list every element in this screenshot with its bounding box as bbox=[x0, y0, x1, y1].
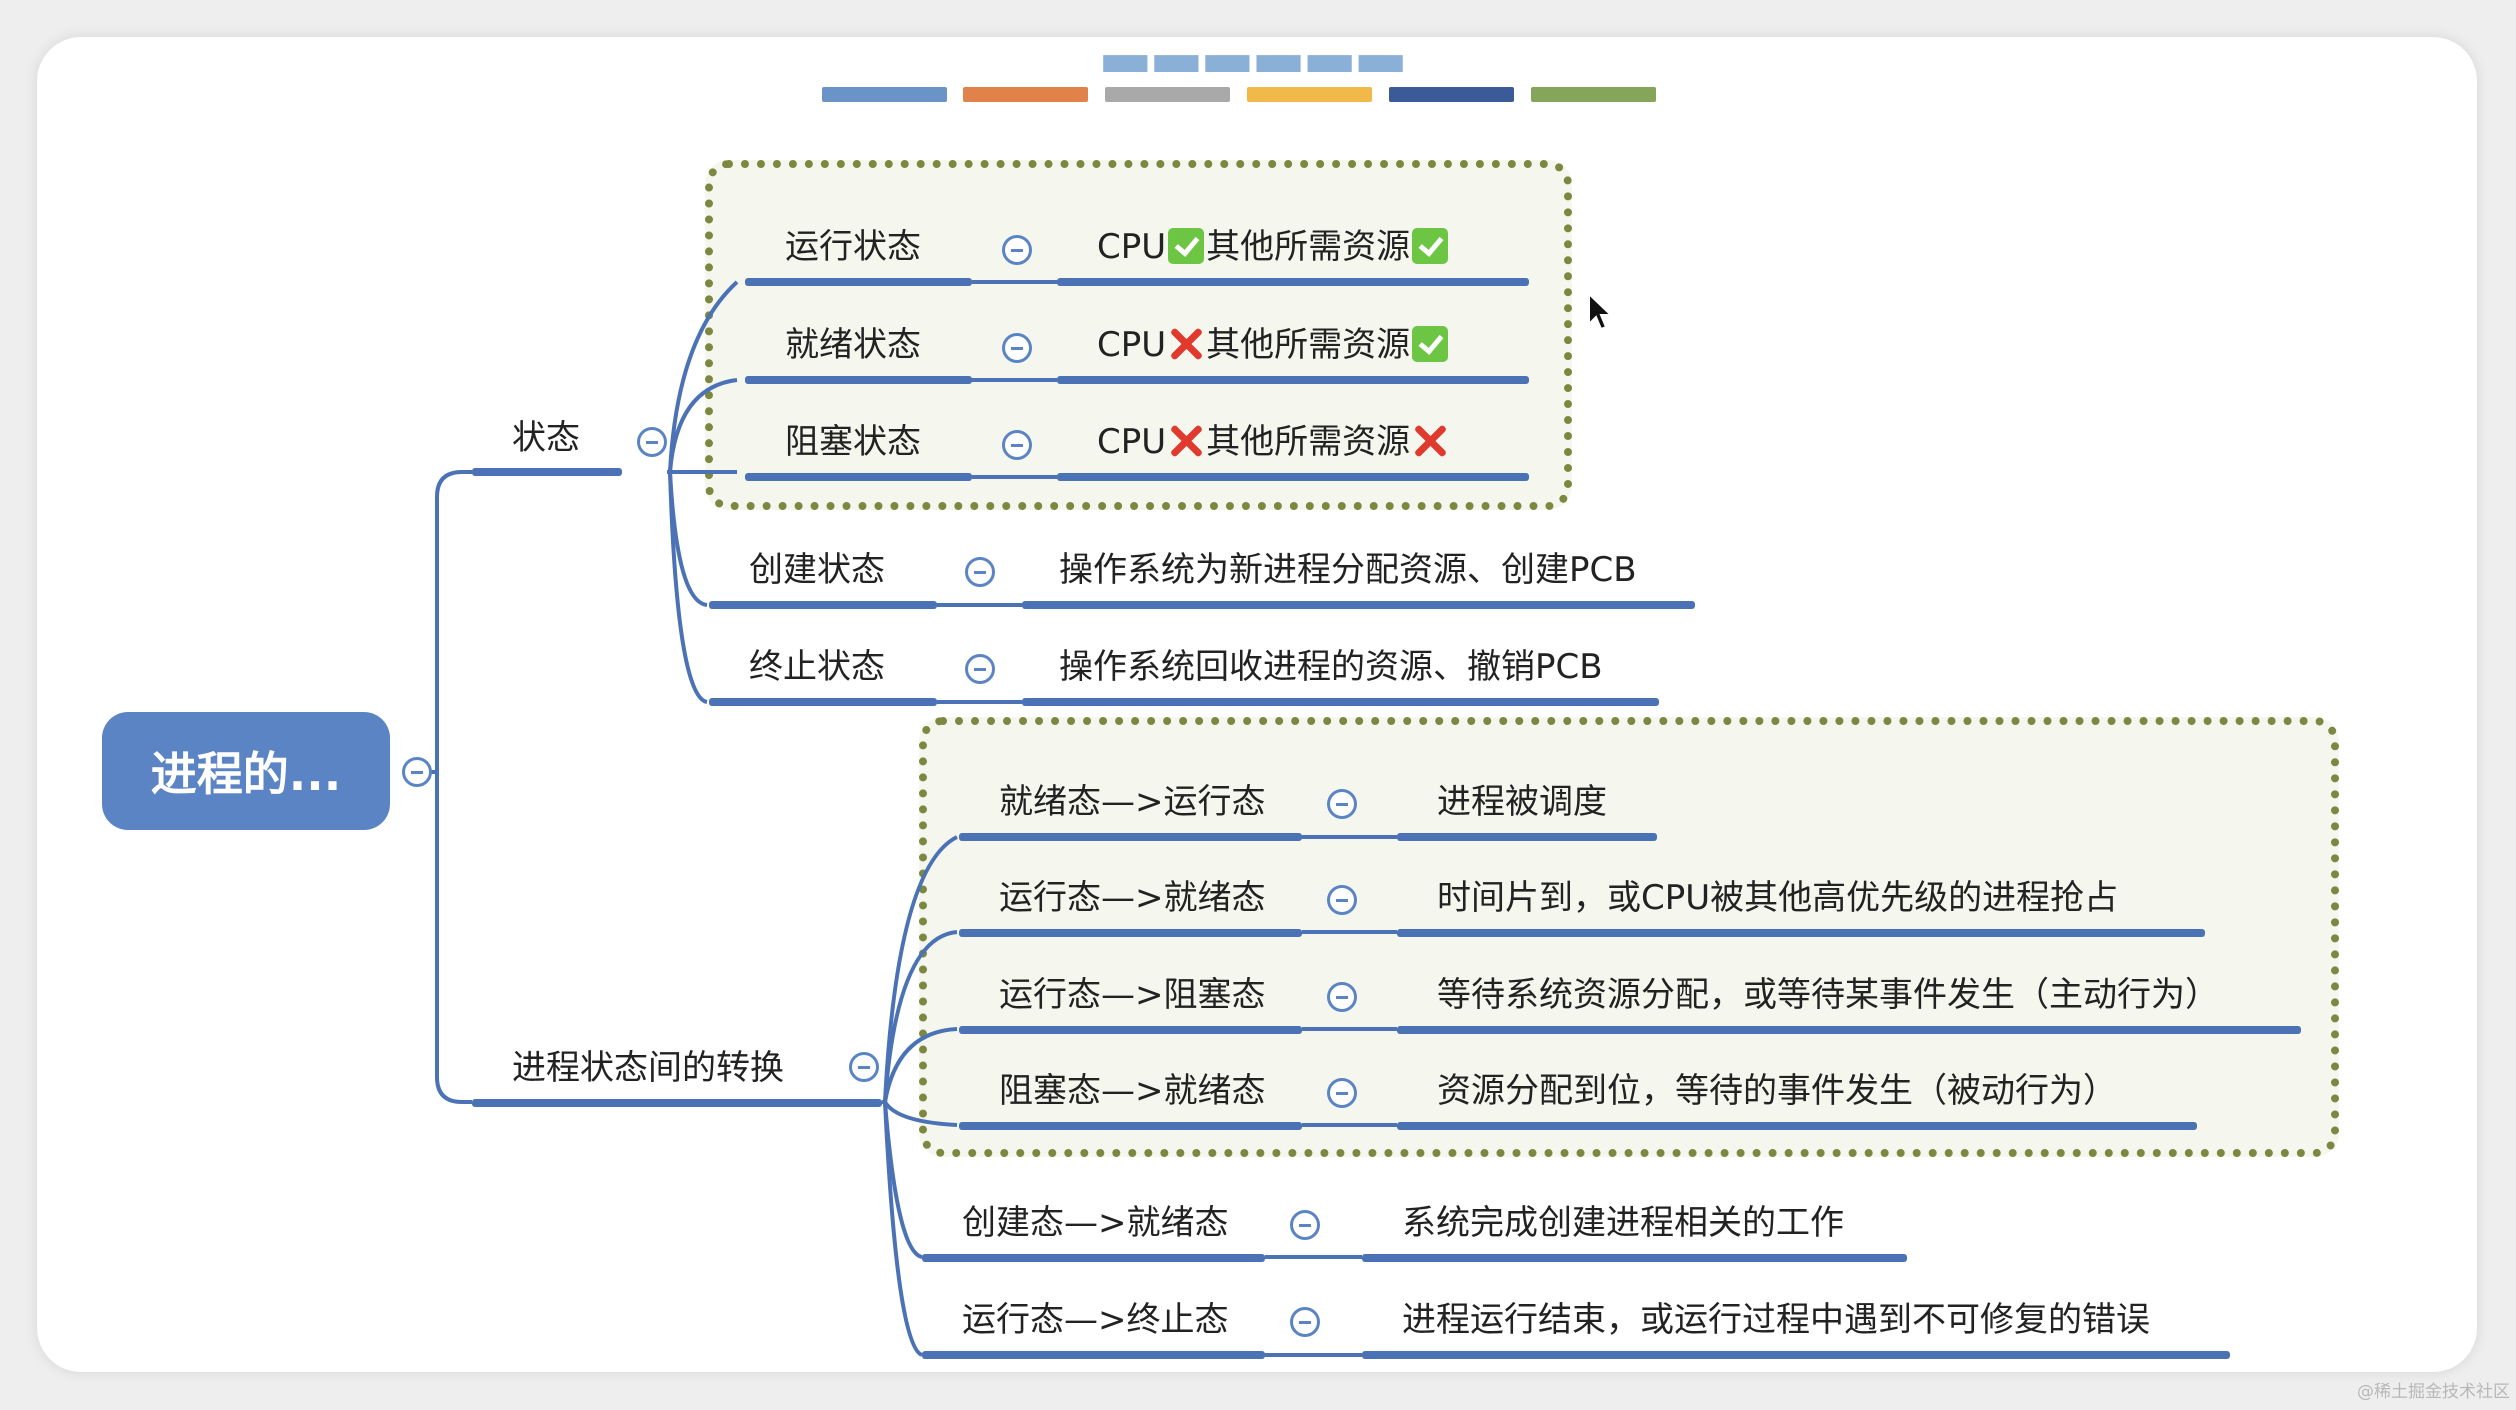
mouse-cursor-icon bbox=[1588, 292, 1614, 331]
running-to-ready-detail: 时间片到，或CPU被其他高优先级的进程抢占 bbox=[1437, 878, 2119, 918]
new-state-detail: 操作系统为新进程分配资源、创建PCB bbox=[1059, 550, 1637, 590]
palette-swatch-6 bbox=[1531, 87, 1656, 102]
running-state-resources: CPU 其他所需资源 bbox=[1097, 228, 1450, 264]
new-to-ready-underline bbox=[922, 1254, 1265, 1262]
blocked-state-resources: CPU 其他所需资源 bbox=[1097, 423, 1450, 459]
new-to-ready-detail: 系统完成创建进程相关的工作 bbox=[1402, 1203, 1844, 1243]
check-icon bbox=[1412, 228, 1449, 264]
state-node-underline bbox=[472, 468, 622, 476]
palette-swatch-2 bbox=[963, 87, 1088, 102]
new-state-underline bbox=[709, 601, 937, 609]
connector-lines bbox=[427, 280, 1397, 1357]
running-to-blocked-detail: 等待系统资源分配，或等待某事件发生（主动行为） bbox=[1437, 975, 2219, 1015]
watermark: @稀土掘金技术社区 bbox=[2357, 1382, 2510, 1402]
new-state-detail-underline bbox=[1022, 601, 1695, 609]
running-to-blocked-underline bbox=[959, 1026, 1302, 1034]
blocked-state-collapse-icon[interactable] bbox=[1002, 430, 1032, 460]
ready-to-running-label[interactable]: 就绪态—>运行态 bbox=[999, 782, 1266, 822]
running-to-terminated-underline bbox=[922, 1351, 1265, 1359]
running-to-terminated-label[interactable]: 运行态—>终止态 bbox=[962, 1300, 1229, 1340]
new-to-ready-collapse-icon[interactable] bbox=[1290, 1210, 1320, 1240]
new-to-ready-detail-underline bbox=[1362, 1254, 1907, 1262]
running-state-collapse-icon[interactable] bbox=[1002, 235, 1032, 265]
check-icon bbox=[1168, 228, 1205, 264]
ready-to-running-collapse-icon[interactable] bbox=[1327, 789, 1357, 819]
terminated-state-label[interactable]: 终止状态 bbox=[749, 647, 885, 687]
terminated-state-detail: 操作系统回收进程的资源、撤销PCB bbox=[1059, 647, 1603, 687]
running-state-label[interactable]: 运行状态 bbox=[785, 227, 921, 267]
root-node[interactable]: 进程的... bbox=[102, 712, 390, 830]
blocked-resources-underline bbox=[1057, 473, 1529, 481]
state-node-label[interactable]: 状态 bbox=[512, 418, 580, 458]
blocked-to-ready-detail-underline bbox=[1397, 1122, 2197, 1130]
transition-group-box bbox=[919, 717, 2339, 1157]
state-collapse-icon[interactable] bbox=[637, 427, 667, 457]
blocked-cpu-text: CPU bbox=[1097, 422, 1167, 462]
blocked-to-ready-underline bbox=[959, 1122, 1302, 1130]
transition-collapse-icon[interactable] bbox=[849, 1052, 879, 1082]
blocked-to-ready-label[interactable]: 阻塞态—>就绪态 bbox=[999, 1071, 1266, 1111]
new-state-collapse-icon[interactable] bbox=[965, 557, 995, 587]
cross-icon bbox=[1168, 423, 1204, 459]
palette-swatch-1 bbox=[822, 87, 947, 102]
root-collapse-icon[interactable] bbox=[402, 757, 432, 787]
running-to-terminated-detail-underline bbox=[1362, 1351, 2230, 1359]
palette-swatch-5 bbox=[1389, 87, 1514, 102]
ready-state-underline bbox=[745, 376, 972, 384]
blocked-to-ready-detail: 资源分配到位，等待的事件发生（被动行为） bbox=[1437, 1071, 2117, 1111]
running-cpu-text: CPU bbox=[1097, 227, 1167, 267]
running-state-underline bbox=[745, 278, 972, 286]
running-to-ready-underline bbox=[959, 929, 1302, 937]
blocked-state-label[interactable]: 阻塞状态 bbox=[785, 422, 921, 462]
running-to-blocked-collapse-icon[interactable] bbox=[1327, 982, 1357, 1012]
cross-icon bbox=[1168, 326, 1204, 362]
ready-to-running-underline bbox=[959, 833, 1302, 841]
palette-swatch-4 bbox=[1247, 87, 1372, 102]
terminated-state-underline bbox=[709, 698, 937, 706]
new-to-ready-label[interactable]: 创建态—>就绪态 bbox=[962, 1203, 1229, 1243]
running-to-terminated-collapse-icon[interactable] bbox=[1290, 1307, 1320, 1337]
blocked-to-ready-collapse-icon[interactable] bbox=[1327, 1078, 1357, 1108]
running-other-text: 其他所需资源 bbox=[1206, 227, 1411, 267]
ready-cpu-text: CPU bbox=[1097, 325, 1167, 365]
title-fragment: ▂▂▂▂▂▂ bbox=[1103, 37, 1411, 72]
blocked-state-underline bbox=[745, 473, 972, 481]
running-to-terminated-detail: 进程运行结束，或运行过程中遇到不可修复的错误 bbox=[1402, 1300, 2150, 1340]
running-to-blocked-detail-underline bbox=[1397, 1026, 2301, 1034]
terminated-state-collapse-icon[interactable] bbox=[965, 654, 995, 684]
running-resources-underline bbox=[1057, 278, 1529, 286]
mindmap-card: ▂▂▂▂▂▂ bbox=[37, 37, 2477, 1372]
running-to-ready-label[interactable]: 运行态—>就绪态 bbox=[999, 878, 1266, 918]
palette-swatch-3 bbox=[1105, 87, 1230, 102]
transition-node-underline bbox=[472, 1099, 882, 1107]
ready-to-running-detail: 进程被调度 bbox=[1437, 782, 1607, 822]
terminated-state-detail-underline bbox=[1022, 698, 1659, 706]
ready-to-running-detail-underline bbox=[1397, 833, 1657, 841]
transition-node-label[interactable]: 进程状态间的转换 bbox=[512, 1048, 784, 1088]
cross-icon bbox=[1412, 423, 1448, 459]
running-to-ready-detail-underline bbox=[1397, 929, 2205, 937]
blocked-other-text: 其他所需资源 bbox=[1206, 422, 1411, 462]
ready-state-label[interactable]: 就绪状态 bbox=[785, 325, 921, 365]
running-to-ready-collapse-icon[interactable] bbox=[1327, 885, 1357, 915]
running-to-blocked-label[interactable]: 运行态—>阻塞态 bbox=[999, 975, 1266, 1015]
new-state-label[interactable]: 创建状态 bbox=[749, 550, 885, 590]
ready-state-resources: CPU 其他所需资源 bbox=[1097, 326, 1450, 362]
ready-other-text: 其他所需资源 bbox=[1206, 325, 1411, 365]
ready-resources-underline bbox=[1057, 376, 1529, 384]
check-icon bbox=[1412, 326, 1449, 362]
ready-state-collapse-icon[interactable] bbox=[1002, 333, 1032, 363]
